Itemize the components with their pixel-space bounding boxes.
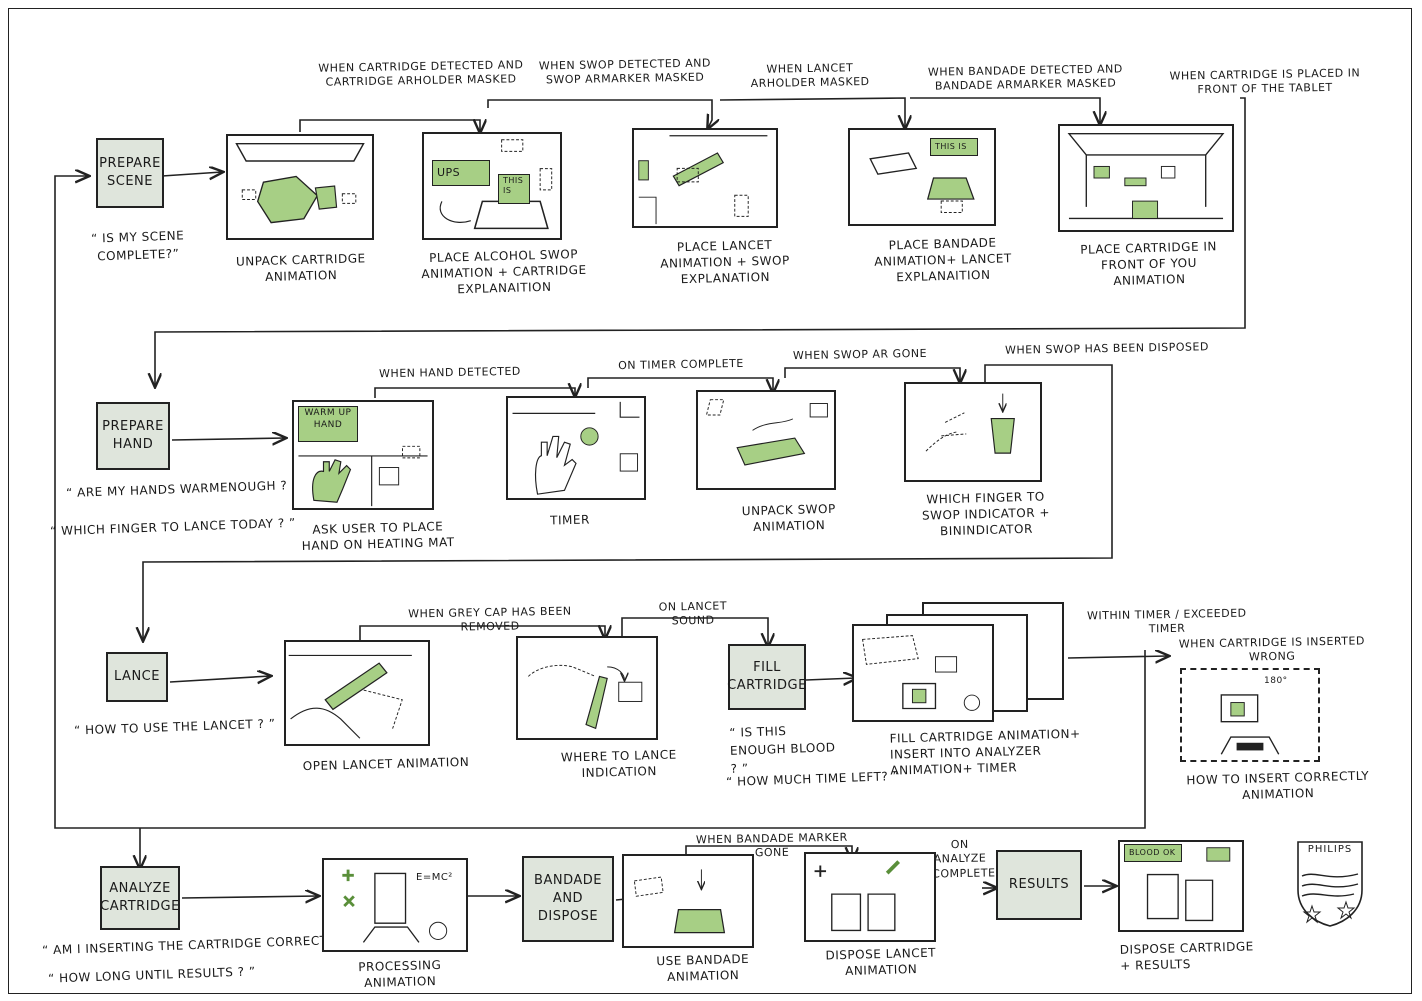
caption-unpack-cartridge: UNPACK CARTRIDGE ANIMATION <box>226 250 377 286</box>
tag-warm-up-hand: WARM UP HAND <box>298 406 358 442</box>
caption-place-cartridge-front: PLACE CARTRIDGE IN FRONT OF YOU ANIMATIO… <box>1063 238 1234 291</box>
state-prepare-hand: PREPARE HAND <box>96 402 170 470</box>
condition-cartridge-in-front: WHEN CARTRIDGE IS PLACED IN FRONT OF THE… <box>1150 66 1380 99</box>
tag-this-is-bandade: THIS IS <box>930 138 978 156</box>
screen-open-lancet <box>284 640 430 746</box>
state-prepare-scene: PREPARE SCENE <box>96 138 164 208</box>
screen-place-cartridge-front <box>1058 124 1234 232</box>
caption-insert-correctly: HOW TO INSERT CORRECTLY ANIMATION <box>1178 767 1379 805</box>
state-analyze-cartridge: ANALYZE CARTRIDGE <box>100 866 180 930</box>
condition-analyze-complete: ON ANALYZE COMPLETE <box>932 838 989 882</box>
condition-lancet-masked: WHEN LANCET ARHOLDER MASKED <box>735 61 885 92</box>
screen-unpack-cartridge <box>226 134 374 240</box>
caption-heating-mat: ASK USER TO PLACE HAND ON HEATING MAT <box>296 518 461 555</box>
condition-lancet-sound: ON LANCET SOUND <box>638 599 748 630</box>
caption-place-lancet: PLACE LANCET ANIMATION + SWOP EXPLANATIO… <box>639 236 810 289</box>
screen-dispose-lancet <box>804 852 936 942</box>
condition-inserted-wrong: WHEN CARTRIDGE IS INSERTED WRONG <box>1172 634 1372 666</box>
philips-logo: PHILIPS <box>1292 836 1368 928</box>
condition-grey-cap-removed: WHEN GREY CAP HAS BEEN REMOVED <box>380 604 600 636</box>
screen-finger-bin-indicator <box>904 382 1042 482</box>
screen-use-bandade <box>622 854 754 948</box>
caption-place-bandade: PLACE BANDADE ANIMATION+ LANCET EXPLANAI… <box>857 234 1028 287</box>
rotation-angle-label: 180° <box>1264 676 1288 686</box>
condition-within-timer: WITHIN TIMER / EXCEEDED TIMER <box>1072 606 1262 638</box>
state-bandade-dispose: BANDADE AND DISPOSE <box>522 856 614 942</box>
question-scene-complete: “ IS MY SCENE COMPLETE?” <box>77 226 198 266</box>
philips-logo-text: PHILIPS <box>1292 844 1368 855</box>
state-results: RESULTS <box>996 850 1082 920</box>
state-fill-cartridge: FILL CARTRIDGE <box>728 644 806 710</box>
screen-where-to-lance <box>516 636 658 740</box>
screen-place-alcohol-swop: UPS THIS IS <box>422 132 562 240</box>
tag-blood-ok: BLOOD OK <box>1124 844 1182 862</box>
screen-unpack-swop <box>696 390 836 490</box>
screen-insert-correctly: 180° <box>1180 668 1320 762</box>
state-lance: LANCE <box>106 652 168 702</box>
caption-unpack-swop: UNPACK SWOP ANIMATION <box>704 500 875 537</box>
screen-timer <box>506 396 646 500</box>
condition-swop-ar-gone: WHEN SWOP AR GONE <box>790 347 930 364</box>
caption-processing: PROCESSING ANIMATION <box>330 956 471 992</box>
formula-label: E=MC² <box>416 872 453 883</box>
condition-cartridge-detected: WHEN CARTRIDGE DETECTED AND CARTRIDGE AR… <box>316 58 526 90</box>
caption-use-bandade: USE BANDADE ANIMATION <box>628 950 779 986</box>
caption-place-alcohol-swop: PLACE ALCOHOL SWOP ANIMATION + CARTRIDGE… <box>419 246 588 299</box>
caption-dispose-cartridge-results: DISPOSE CARTRIDGE + RESULTS <box>1120 938 1261 974</box>
caption-where-to-lance: WHERE TO LANCE INDICATION <box>536 746 703 783</box>
screen-dispose-cartridge-results: BLOOD OK <box>1118 840 1244 932</box>
caption-timer: TIMER <box>530 511 610 529</box>
condition-bandade-detected: WHEN BANDADE DETECTED AND BANDADE ARMARK… <box>918 62 1133 94</box>
caption-dispose-lancet: DISPOSE LANCET ANIMATION <box>806 944 957 980</box>
screen-heating-mat: WARM UP HAND <box>292 400 434 510</box>
screen-fill-insert <box>852 624 994 722</box>
caption-fill-insert: FILL CARTRIDGE ANIMATION+ INSERT INTO AN… <box>889 725 1086 779</box>
condition-timer-complete: ON TIMER COMPLETE <box>606 357 756 374</box>
screen-place-bandade: THIS IS <box>848 128 996 226</box>
screen-place-lancet <box>632 128 778 228</box>
screen-processing: E=MC² <box>322 858 468 952</box>
caption-finger-bin-indicator: WHICH FINGER TO SWOP INDICATOR + BININDI… <box>905 488 1066 541</box>
tag-ups: UPS <box>432 160 490 186</box>
tag-this-is: THIS IS <box>498 174 530 204</box>
condition-hand-detected: WHEN HAND DETECTED <box>370 365 530 382</box>
condition-swop-detected: WHEN SWOP DETECTED AND SWOP ARMARKER MAS… <box>535 56 715 88</box>
